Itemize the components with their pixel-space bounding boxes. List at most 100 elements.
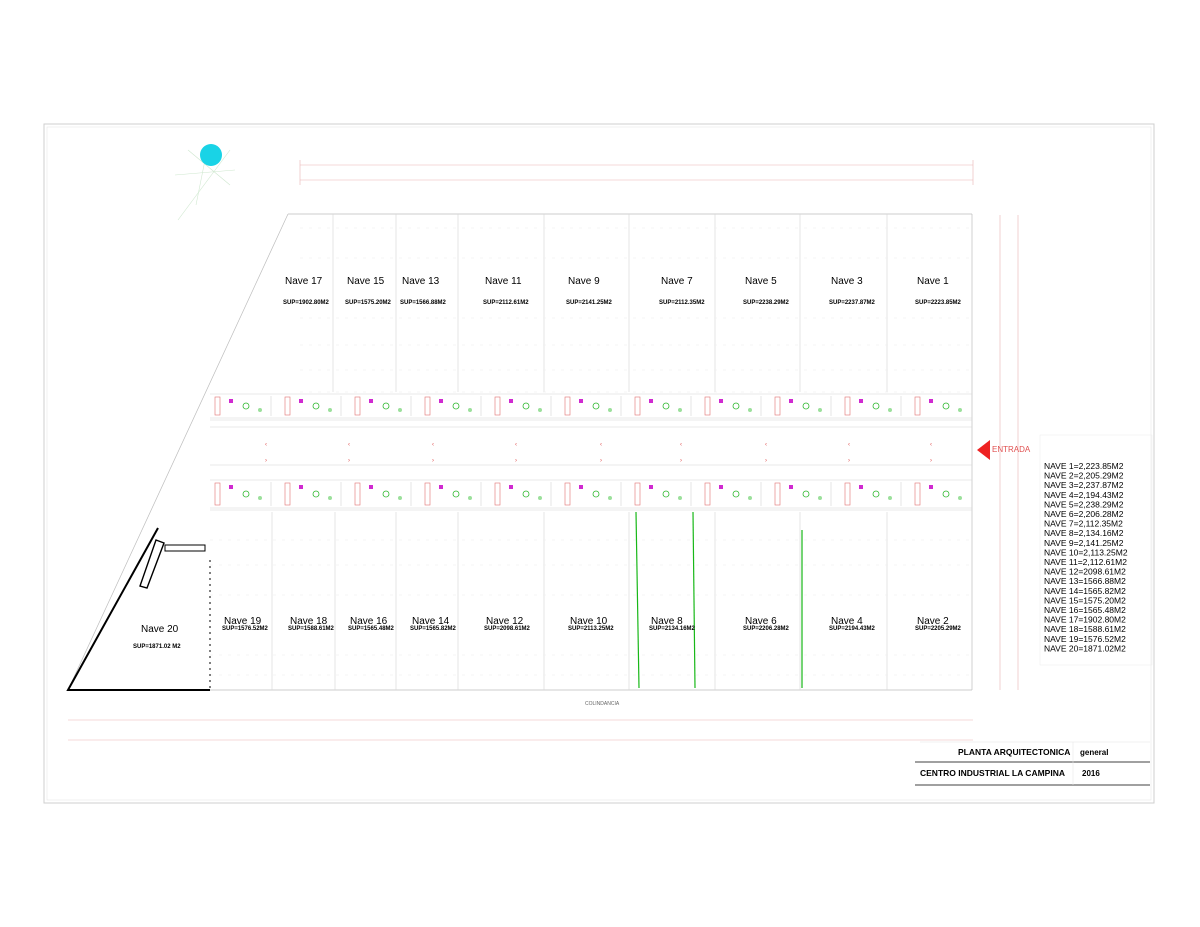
tree-icon: [242, 490, 250, 498]
marker-icon: [299, 485, 303, 489]
nave-surface: SUP=2206.28M2: [743, 626, 790, 632]
car-icon: [634, 396, 641, 416]
marker-icon: [369, 399, 373, 403]
right-dimension-lines: [999, 215, 1019, 690]
road-arrow-icon: ›: [680, 458, 682, 464]
shrub-icon: [608, 408, 612, 412]
nave-surface: SUP=2223.85M2: [915, 300, 962, 306]
tree-icon: [452, 490, 460, 498]
shrub-icon: [958, 408, 962, 412]
legend-entry: NAVE 6=2,206.28M2: [1044, 509, 1124, 519]
shrub-icon: [888, 408, 892, 412]
entrance-arrow-icon: [977, 440, 990, 460]
legend-entry: NAVE 8=2,134.16M2: [1044, 528, 1124, 538]
tree-icon: [452, 402, 460, 410]
marker-icon: [509, 399, 513, 403]
road-arrow-icon: ‹: [348, 442, 350, 448]
marker-icon: [929, 399, 933, 403]
shrub-icon: [748, 408, 752, 412]
marker-icon: [229, 399, 233, 403]
nave-label: Nave 13: [402, 276, 440, 287]
title-year: 2016: [1082, 769, 1100, 778]
nave-label: Nave 18: [290, 616, 328, 627]
marker-icon: [369, 485, 373, 489]
tree-icon: [662, 402, 670, 410]
sheet-frame-outer: [43, 123, 1155, 804]
entrance-label: ENTRADA: [992, 445, 1031, 454]
road-direction-arrows: ‹‹‹‹‹‹‹‹‹›››››››››: [265, 442, 932, 464]
nave-20-outline: [66, 527, 211, 691]
tree-icon: [312, 402, 320, 410]
nave-label: Nave 14: [412, 616, 450, 627]
tree-icon: [522, 490, 530, 498]
nave-surface: SUP=2238.29M2: [743, 300, 790, 306]
car-icon: [494, 482, 501, 506]
car-icon: [774, 396, 781, 416]
tree-icon: [592, 490, 600, 498]
marker-icon: [789, 399, 793, 403]
legend-box: [1039, 434, 1153, 666]
nave-label: Nave 5: [745, 276, 777, 287]
legend-entry: NAVE 1=2,223.85M2: [1044, 461, 1124, 471]
nave-surface: SUP=1576.52M2: [222, 626, 269, 632]
road-arrow-icon: ‹: [930, 442, 932, 448]
legend-entry: NAVE 15=1575.20M2: [1044, 595, 1126, 605]
car-icon: [914, 482, 921, 506]
car-icon: [844, 396, 851, 416]
title-line-1-suffix: general: [1080, 748, 1108, 757]
sheet-frame-inner: [46, 126, 1152, 801]
nave-label: Nave 8: [651, 616, 683, 627]
tree-icon: [732, 490, 740, 498]
road-arrow-icon: ›: [348, 458, 350, 464]
shrub-icon: [258, 408, 262, 412]
legend-entry: NAVE 12=2098.61M2: [1044, 567, 1126, 577]
shrub-icon: [538, 408, 542, 412]
shrub-icon: [678, 408, 682, 412]
upper-nave-block: [300, 214, 972, 393]
legend-entry: NAVE 17=1902.80M2: [1044, 615, 1126, 625]
legend-entry: NAVE 11=2,112.61M2: [1044, 557, 1127, 567]
road-upper-parking: [210, 419, 972, 428]
nave-surface: SUP=2205.29M2: [915, 626, 962, 632]
nave-20-label: Nave 20: [141, 624, 179, 635]
marker-icon: [859, 399, 863, 403]
lower-nave-block: [210, 512, 972, 690]
shrub-icon: [398, 496, 402, 500]
marker-icon: [579, 485, 583, 489]
legend-entry: NAVE 3=2,237.87M2: [1044, 480, 1124, 490]
tree-icon: [802, 490, 810, 498]
road-arrow-icon: ‹: [515, 442, 517, 448]
title-line-2: CENTRO INDUSTRIAL LA CAMPINA: [920, 768, 1065, 778]
tree-icon: [872, 490, 880, 498]
shrub-icon: [328, 496, 332, 500]
nave-surface: SUP=2194.43M2: [829, 626, 876, 632]
car-icon: [564, 396, 571, 416]
car-icon: [774, 482, 781, 506]
nave-label: Nave 12: [486, 616, 524, 627]
marker-icon: [229, 485, 233, 489]
nave-20-surface: SUP=1871.02 M2: [133, 644, 181, 650]
tree-icon: [242, 402, 250, 410]
tree-icon: [802, 402, 810, 410]
car-icon: [424, 396, 431, 416]
nave-label: Nave 15: [347, 276, 385, 287]
shrub-icon: [608, 496, 612, 500]
legend-entry: NAVE 7=2,112.35M2: [1044, 519, 1123, 529]
road-arrow-icon: ‹: [432, 442, 434, 448]
car-icon: [284, 396, 291, 416]
road-arrow-icon: ›: [848, 458, 850, 464]
road-arrow-icon: ›: [265, 458, 267, 464]
nave-surface: SUP=2237.87M2: [829, 300, 876, 306]
north-arrow-icon: [174, 144, 236, 221]
shrub-icon: [538, 496, 542, 500]
tree-icon: [662, 490, 670, 498]
car-icon: [914, 396, 921, 416]
car-icon: [844, 482, 851, 506]
nave-label: Nave 11: [485, 276, 522, 287]
entrance-marker: ENTRADA: [977, 440, 1031, 460]
road-arrow-icon: ›: [930, 458, 932, 464]
shrub-icon: [818, 496, 822, 500]
shrub-icon: [678, 496, 682, 500]
